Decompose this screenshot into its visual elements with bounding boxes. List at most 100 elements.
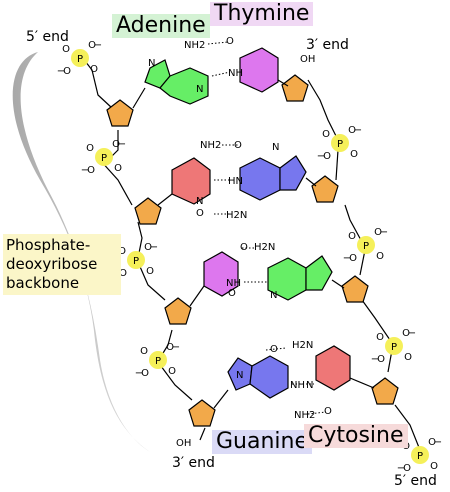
backbone-label: Phosphate-deoxyribose backbone (3, 234, 121, 295)
charge-sign: − (172, 342, 180, 353)
oxygen-atom: O (374, 227, 382, 238)
left-backbone (81, 56, 206, 441)
nitrogen-atom: N (272, 142, 279, 153)
three-prime-end-bottom-label: 3′ end (172, 455, 215, 471)
oxygen-atom: O (348, 125, 356, 136)
sugar-ring (106, 99, 134, 127)
amine-group: NH2 (184, 40, 205, 51)
amine-group: NH2 (294, 410, 315, 421)
oxygen-atom: O (119, 268, 127, 279)
thymine-ring-top (239, 47, 279, 93)
five-prime-end-bottom-label: 5′ end (394, 473, 437, 489)
sugar-ring (311, 175, 339, 203)
phosphate-glow (71, 49, 89, 67)
phosphate-glow (127, 251, 145, 269)
phosphorus-atom: P (391, 342, 397, 353)
charge-sign: − (380, 227, 388, 238)
carbonyl-oxygen: O (240, 242, 248, 253)
oxygen-atom: O (168, 366, 176, 377)
imine-group: HN (228, 176, 243, 187)
nitrogen-atom: N (306, 380, 313, 391)
carbonyl-oxygen: O (234, 140, 242, 151)
oxygen-atom: O (146, 266, 154, 277)
oxygen-atom: O (348, 231, 356, 242)
cytosine-ring-left (171, 157, 211, 205)
oxygen-atom: O (88, 40, 96, 51)
amine-group: H2N (254, 242, 275, 253)
phosphate-glow (411, 446, 429, 464)
charge-sign: − (343, 253, 351, 264)
cytosine-ring-bottom (315, 345, 351, 391)
adenine-label: Adenine (112, 14, 210, 38)
oxygen-atom: O (144, 242, 152, 253)
oxygen-atom: O (377, 354, 385, 365)
oxygen-atom: O (166, 342, 174, 353)
imine-group: NH (290, 380, 305, 391)
oxygen-atom: O (90, 64, 98, 75)
hydroxyl-group: OH (176, 438, 191, 449)
charge-sign: − (81, 165, 89, 176)
amine-group: NH2 (200, 140, 221, 151)
carbonyl-oxygen: O (226, 36, 234, 47)
oxygen-atom: O (403, 463, 411, 474)
charge-sign: − (354, 125, 362, 136)
charge-sign: − (135, 368, 143, 379)
sugar-ring (134, 197, 162, 225)
amine-group: H2N (292, 340, 313, 351)
guanine-ring-bottom (227, 355, 289, 399)
phosphate-groups (71, 49, 429, 464)
adenine-ring-top (144, 59, 209, 105)
carbonyl-oxygen: O (270, 344, 278, 355)
oxygen-atom: O (118, 246, 126, 257)
carbonyl-oxygen: O (228, 288, 236, 299)
oxygen-atom: O (376, 332, 384, 343)
phosphorus-atom: P (101, 153, 107, 164)
charge-sign: − (150, 242, 158, 253)
sugar-ring (281, 74, 309, 102)
nitrogen-atom: N (270, 290, 277, 301)
oxygen-atom: O (87, 165, 95, 176)
sugar-ring (164, 297, 192, 325)
phosphate-glow (149, 351, 167, 369)
glycosidic-bonds (132, 79, 375, 409)
oxygen-atom: O (349, 253, 357, 264)
hydrogen-bonds (207, 41, 327, 415)
phosphorus-atom: P (155, 356, 161, 367)
adenine-ring-mid (267, 255, 333, 301)
charge-sign: − (57, 66, 65, 77)
phosphorus-atom: P (417, 451, 423, 462)
right-backbone (307, 79, 421, 451)
three-prime-end-top-label: 3′ end (306, 37, 349, 53)
cytosine-label: Cytosine (304, 424, 408, 448)
sugar-ring (371, 377, 399, 405)
charge-sign: − (317, 151, 325, 162)
phosphate-glow (385, 337, 403, 355)
carbonyl-oxygen: O (324, 406, 332, 417)
charge-sign: − (408, 328, 416, 339)
oxygen-atom: O (86, 143, 94, 154)
sugar-rings (106, 74, 399, 427)
nitrogen-atom: N (196, 196, 203, 207)
charge-sign: − (434, 437, 442, 448)
phosphorus-atom: P (133, 256, 139, 267)
oxygen-atom: O (62, 44, 70, 55)
five-prime-end-top-label: 5′ end (26, 29, 69, 45)
sugar-ring (341, 275, 369, 303)
oxygen-atom: O (112, 139, 120, 150)
charge-sign: − (118, 139, 126, 150)
charge-sign: − (397, 463, 405, 474)
oxygen-atom: O (428, 437, 436, 448)
phosphate-glow (331, 134, 349, 152)
oxygen-atom: O (350, 149, 358, 160)
oxygen-atom: O (404, 352, 412, 363)
imine-group: NH (226, 278, 241, 289)
phosphorus-atom: P (363, 241, 369, 252)
oxygen-atom: O (63, 66, 71, 77)
charge-sign: − (371, 354, 379, 365)
oxygen-atom: O (323, 151, 331, 162)
sugar-ring (188, 399, 216, 427)
phosphate-labels: PO−O−OOPO−O−OOPO−O−OOPO−O−OOPO−O−OOPO−O−… (57, 40, 442, 474)
oxygen-atom: O (402, 328, 410, 339)
